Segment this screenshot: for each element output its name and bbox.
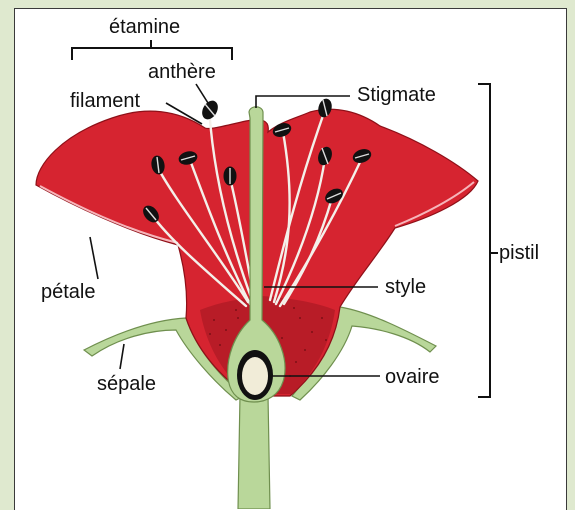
- etamine-bracket: [72, 48, 232, 60]
- label-style: style: [385, 276, 426, 298]
- label-ovaire: ovaire: [385, 366, 439, 388]
- label-anthere: anthère: [148, 61, 216, 83]
- label-petale: pétale: [41, 281, 96, 303]
- ovule: [242, 357, 268, 395]
- anthere-leader: [196, 84, 208, 103]
- label-filament: filament: [70, 90, 140, 112]
- petale-leader: [90, 237, 98, 279]
- label-etamine: étamine: [109, 16, 180, 38]
- stigmate-leader: [256, 96, 350, 108]
- label-sepale: sépale: [97, 373, 156, 395]
- label-stigmate: Stigmate: [357, 84, 436, 106]
- sepale-leader: [120, 344, 124, 369]
- stem: [238, 395, 270, 509]
- pistil-bracket: [478, 84, 490, 397]
- label-pistil: pistil: [499, 242, 539, 264]
